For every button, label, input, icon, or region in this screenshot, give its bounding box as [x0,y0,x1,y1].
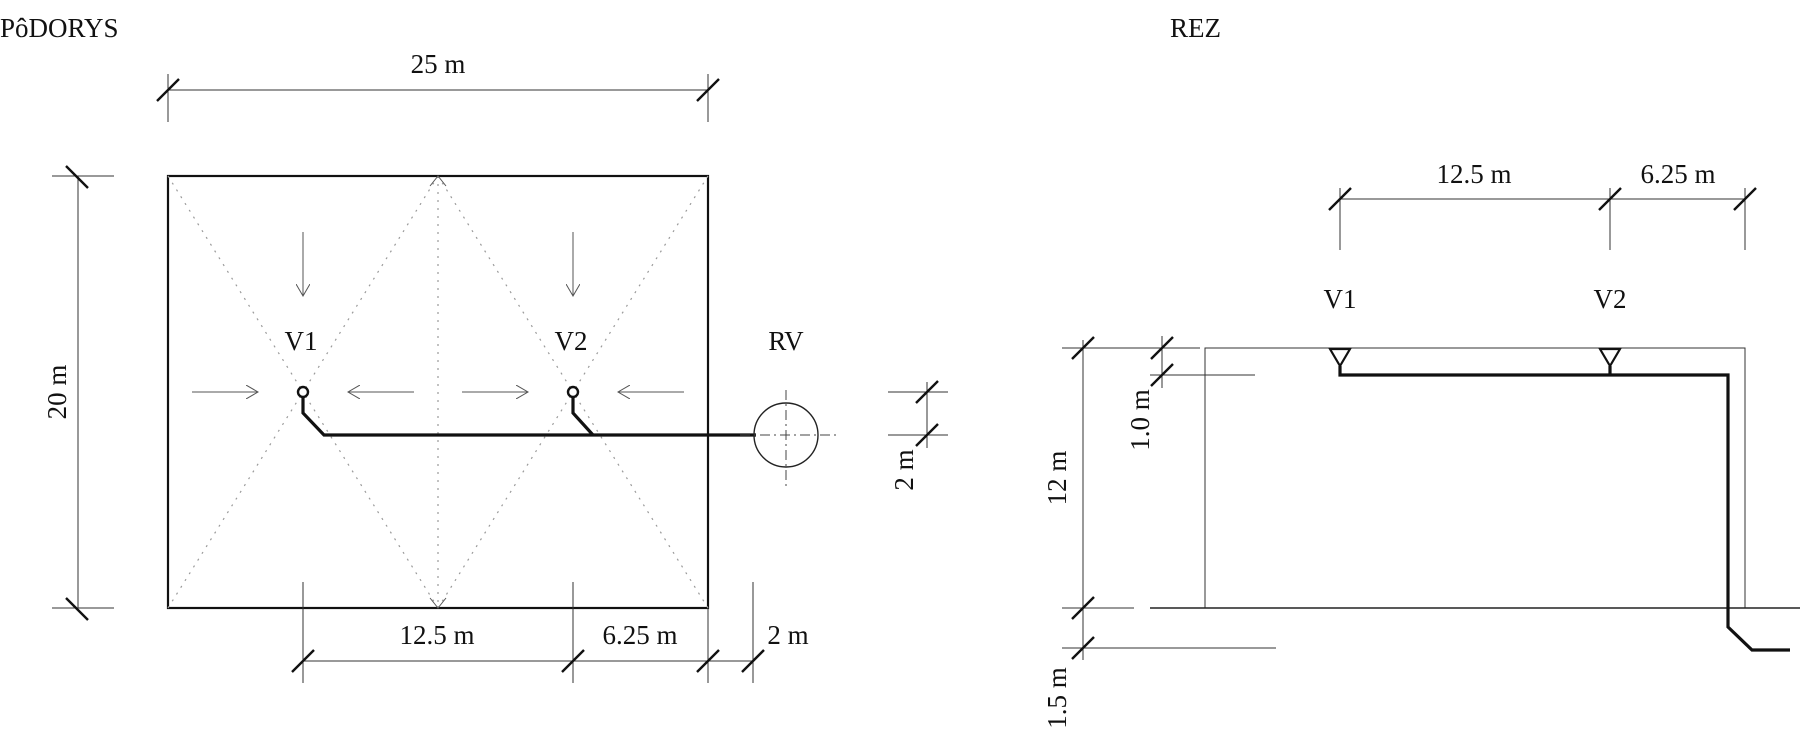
gutter-v1-symbol [1328,347,1352,369]
building-outline [1204,347,1746,608]
section-dim-height [1062,336,1276,660]
label-rv: RV [768,326,804,356]
section-label-v2: V2 [1594,284,1627,314]
dim-width-total [156,74,720,122]
inlet-v1-symbol [296,385,310,399]
section-dim-depth-label: 1.5 m [1042,667,1072,729]
plan-view: PôDORYS [0,13,948,683]
dim-height-total [52,165,114,621]
flow-arrows [192,232,684,392]
dim-seg-b-label: 6.25 m [602,620,677,650]
dim-rv-offset [888,380,948,448]
section-dim-seg-b-label: 6.25 m [1640,159,1715,189]
ridge-arrow-top [429,175,447,187]
dim-rv-offset-label: 2 m [889,449,919,490]
rv-shaft [740,390,840,490]
section-dim-top-chain [1328,187,1757,250]
section-title: REZ [1170,13,1221,43]
dim-width-total-label: 25 m [411,49,466,79]
plan-title: PôDORYS [0,13,119,43]
section-view: REZ V1 V2 12.5 m 6.25 m [1042,13,1800,729]
label-v2: V2 [555,326,588,356]
inlet-v2-symbol [566,385,580,399]
dim-bottom-chain [291,582,765,683]
section-dim-parapet-label: 1.0 m [1125,389,1155,451]
section-dim-height-label: 12 m [1042,451,1072,506]
gutter-v2-symbol [1598,347,1622,369]
drain-pipe-main [301,397,756,437]
ridge-arrow-bottom [429,597,447,609]
section-dim-parapet [1150,336,1255,388]
drain-pipe-branch [571,397,595,437]
section-label-v1: V1 [1324,284,1357,314]
section-drain-pipe [1338,366,1790,652]
dim-height-total-label: 20 m [42,365,72,420]
label-v1: V1 [285,326,318,356]
section-dim-seg-a-label: 12.5 m [1436,159,1511,189]
dim-seg-a-label: 12.5 m [399,620,474,650]
roof-slope-lines [167,175,709,609]
dim-seg-c-label: 2 m [767,620,808,650]
